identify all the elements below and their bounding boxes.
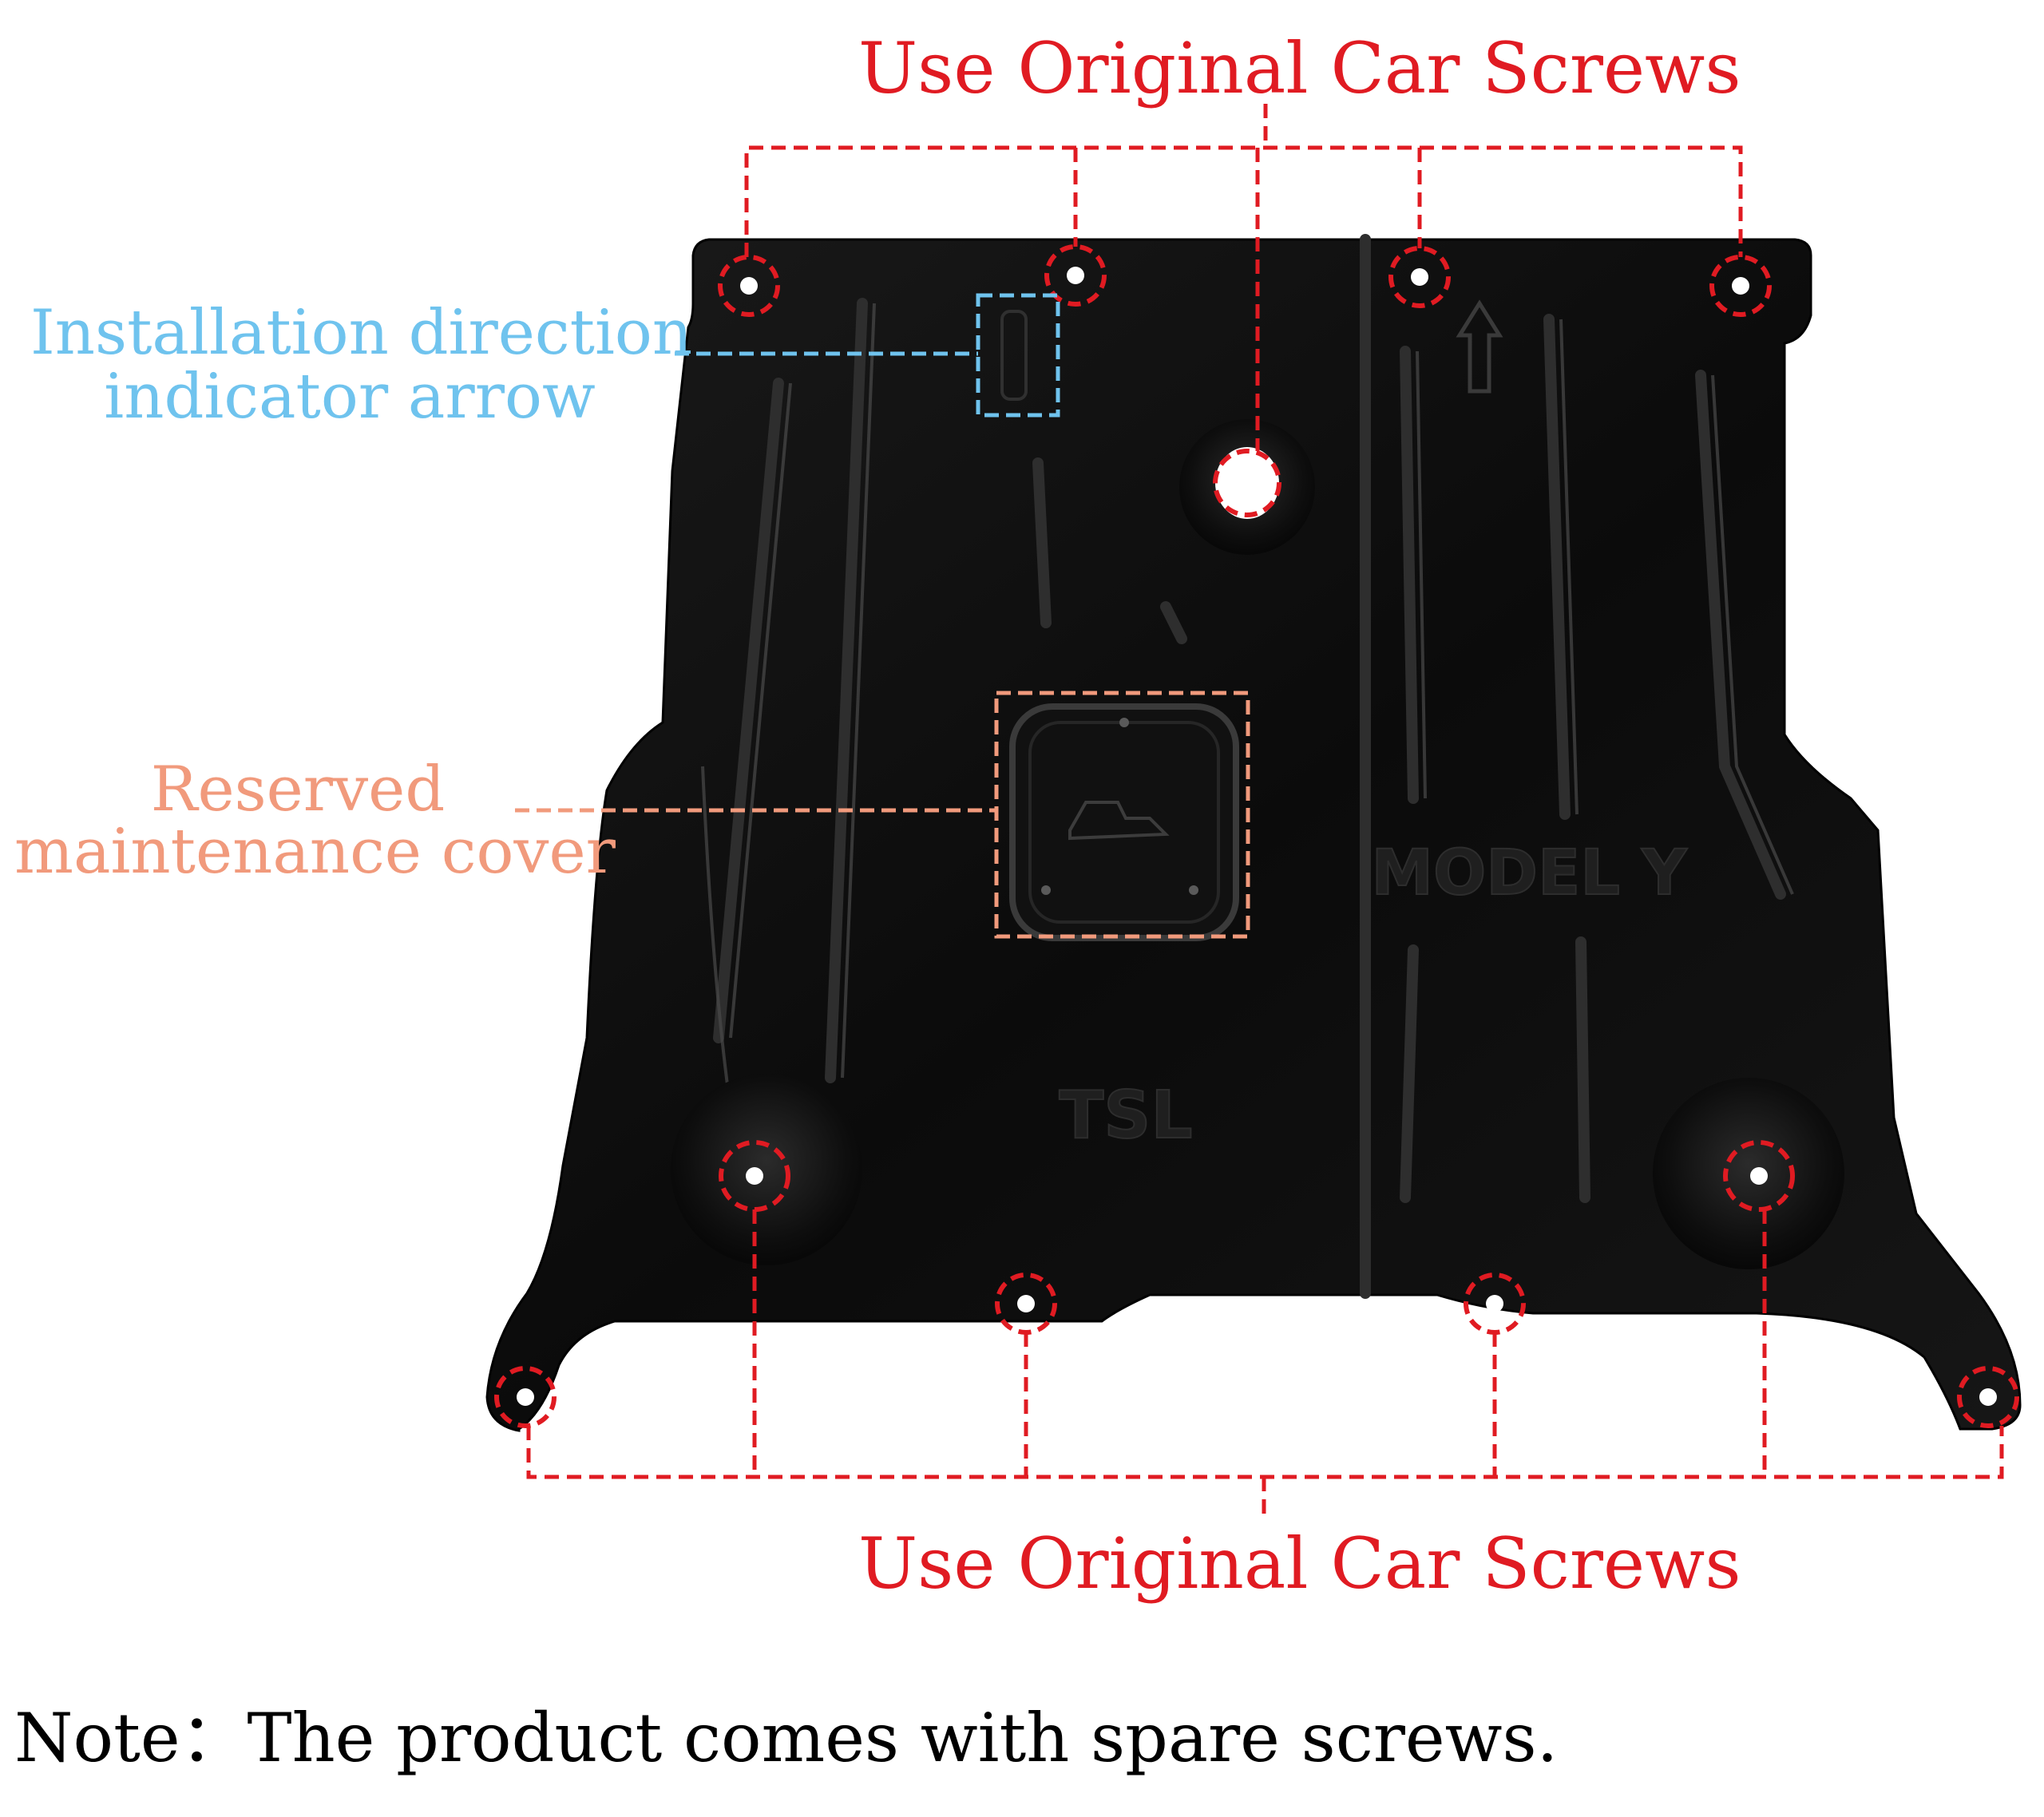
screw-hole [1979, 1388, 1997, 1406]
bottom-screws-label: Use Original Car Screws [858, 1522, 1741, 1605]
direction-arrow-emboss [1456, 299, 1503, 394]
screw-hole [1732, 277, 1749, 295]
screw-marker [1957, 1366, 2019, 1428]
top-screws-label: Use Original Car Screws [858, 27, 1741, 109]
screw-marker [1388, 246, 1451, 308]
plate-embossed-left: TSL [1059, 1078, 1192, 1154]
screw-hole [1486, 1295, 1503, 1312]
plate-ribs [713, 234, 1786, 1299]
mount-boss-bottom-left [671, 1074, 862, 1265]
screw-marker [1044, 244, 1107, 307]
screw-hole [1017, 1295, 1035, 1312]
screw-hole [740, 277, 758, 295]
cover-label-line1: Reserved [150, 754, 446, 825]
plate-highlights [701, 303, 1794, 1246]
screw-marker [494, 1366, 557, 1428]
screw-leader-lines [526, 104, 2004, 1521]
note-text: Note：The product comes with spare screws… [14, 1699, 1559, 1777]
bottom-bracket [526, 1426, 2004, 1479]
screw-marker [1723, 1140, 1795, 1212]
maintenance-cover-hatch [1009, 703, 1239, 941]
direction-indicator-marker [675, 293, 1060, 418]
screw-hole [1750, 1167, 1768, 1185]
direction-label-line1: Installation direction [30, 297, 693, 369]
direction-label-line2: indicator arrow [104, 361, 596, 433]
screw-markers [494, 244, 2019, 1428]
screw-marker [1709, 255, 1772, 317]
top-bracket [744, 145, 1743, 257]
screw-hole [517, 1388, 534, 1406]
cover-label-line2: maintenance cover [14, 816, 616, 888]
mount-boss-hole-center [1215, 447, 1279, 519]
screw-marker [718, 255, 780, 317]
maintenance-cover-marker [515, 691, 1250, 939]
screw-hole [746, 1167, 763, 1185]
screw-hole [1411, 268, 1428, 286]
direction-arrow-slot [1000, 310, 1028, 401]
plate-embossed-right: MODEL Y [1371, 837, 1688, 909]
screw-holes [517, 267, 1997, 1406]
screw-marker [1213, 449, 1281, 517]
screw-hole [1067, 267, 1084, 284]
mount-boss-bottom-right [1653, 1078, 1844, 1269]
skid-plate [485, 238, 2022, 1432]
